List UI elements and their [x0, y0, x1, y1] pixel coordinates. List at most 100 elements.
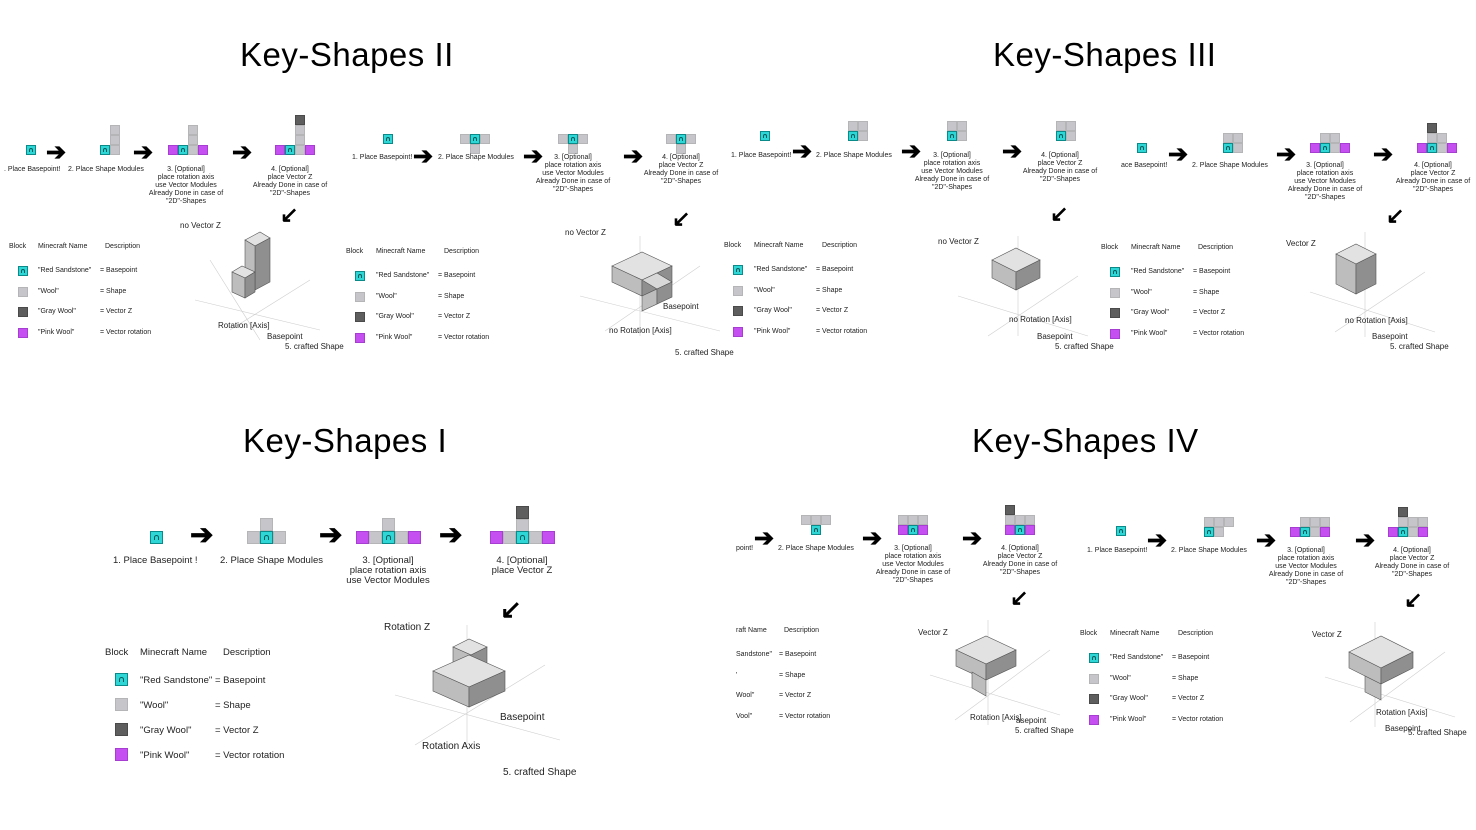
arrow-right-icon: ➔: [862, 525, 883, 552]
arrow-right-icon: ➔: [46, 139, 67, 166]
wool-block: [1398, 517, 1408, 527]
legend-desc: = Basepoint: [779, 651, 817, 658]
legend-name: "Wool": [140, 700, 169, 711]
crafted-shape-3d: [194, 231, 321, 341]
step1-label: point!: [736, 545, 754, 552]
red-sandstone-block: [1398, 527, 1408, 537]
wool-block: [273, 531, 286, 544]
wool-block: [188, 135, 198, 145]
step5-label: 5. crafted Shape: [1390, 342, 1449, 351]
step2-label: 2. Place Shape Modules: [1171, 547, 1247, 554]
legend-desc: = Basepoint: [816, 266, 854, 273]
pink-wool-block: [168, 145, 178, 155]
arrow-right-icon: ➔: [439, 519, 463, 550]
crafted-shape-3d: [1324, 622, 1456, 727]
pink-wool-block: [918, 525, 928, 535]
legend-header-desc: Description: [822, 242, 858, 249]
wool-block: [858, 131, 868, 141]
legend-name: "Pink Wool": [1110, 716, 1147, 723]
wool-block: [1110, 288, 1120, 298]
legend-desc: = Basepoint: [1193, 268, 1231, 275]
pink-wool-block: [356, 531, 369, 544]
red-sandstone-block: [1223, 143, 1233, 153]
arrow-down-left-icon: ↙: [280, 202, 299, 227]
legend-name: "Wool": [1110, 675, 1131, 682]
legend-header-desc: Description: [1198, 244, 1234, 251]
wool-block: [1437, 133, 1447, 143]
red-sandstone-block: [568, 134, 578, 144]
red-sandstone-block: [1137, 143, 1147, 153]
red-sandstone-block: [115, 673, 128, 686]
pink-wool-block: [1290, 527, 1300, 537]
crafted-shape-3d: [1309, 232, 1436, 337]
pink-wool-block: [275, 145, 285, 155]
annotation-basepoint: asepoint: [1016, 716, 1047, 725]
legend-header-desc: Description: [105, 243, 141, 250]
wool-block: [1300, 517, 1310, 527]
crafted-shape-3d: [579, 236, 721, 336]
legend-header-name: Minecraft Name: [1131, 244, 1181, 251]
annotation-no-rotation: no Rotation [Axis]: [1009, 315, 1072, 324]
red-sandstone-block: [1427, 143, 1437, 153]
step2-label: 2. Place Shape Modules: [778, 545, 854, 552]
pink-wool-block: [490, 531, 503, 544]
legend-desc: = Basepoint: [215, 675, 266, 686]
wool-block: [1204, 517, 1214, 527]
wool-block: [908, 515, 918, 525]
wool-block: [686, 134, 696, 144]
pink-wool-block: [1320, 527, 1330, 537]
crafted-shape-3d: [929, 620, 1061, 725]
wool-block: [1025, 515, 1035, 525]
annotation-no-vector-z: no Vector Z: [938, 237, 979, 246]
legend-header-name: Minecraft Name: [1110, 630, 1160, 637]
wool-block: [947, 121, 957, 131]
step1-label: 1. Place Basepoint !: [113, 555, 198, 566]
gray-wool-block: [1398, 507, 1408, 517]
legend-name: "Wool": [1131, 289, 1152, 296]
wool-block: [260, 518, 273, 531]
red-sandstone-block: [18, 266, 28, 276]
annotation-vector-z: Vector Z: [1286, 239, 1316, 248]
legend-header-block: Block: [9, 243, 27, 250]
wool-block: [898, 515, 908, 525]
legend-name: "Pink Wool": [376, 334, 413, 341]
annotation-no-vector-z: no Vector Z: [565, 228, 606, 237]
red-sandstone-block: [383, 134, 393, 144]
step5-label: 5. crafted Shape: [1408, 728, 1467, 737]
legend-desc: = Vector Z: [215, 725, 259, 736]
gray-wool-block: [355, 312, 365, 322]
red-sandstone-block: [285, 145, 295, 155]
wool-block: [1066, 121, 1076, 131]
wool-block: [110, 145, 120, 155]
legend-desc: = Shape: [215, 700, 251, 711]
pink-wool-block: [1388, 527, 1398, 537]
title-key-shapes-iii: Key-Shapes III: [993, 36, 1217, 73]
gray-wool-block: [295, 115, 305, 125]
wool-block: [1408, 517, 1418, 527]
wool-block: [676, 144, 686, 154]
red-sandstone-block: [178, 145, 188, 155]
wool-block: [503, 531, 516, 544]
annotation-vector-z: Vector Z: [918, 628, 948, 637]
pink-wool-block: [1417, 143, 1427, 153]
legend-name: "Gray Wool": [38, 308, 76, 315]
wool-block: [821, 515, 831, 525]
legend-header-desc: Description: [1178, 630, 1214, 637]
gray-wool-block: [1110, 308, 1120, 318]
legend-desc: = Shape: [1193, 289, 1220, 296]
wool-block: [295, 125, 305, 135]
legend-header-block: Block: [724, 242, 742, 249]
legend-desc: = Vector rotation: [100, 329, 152, 336]
annotation-vector-z: Vector Z: [1312, 630, 1342, 639]
legend-header-name: Minecraft Name: [140, 647, 208, 658]
red-sandstone-block: [676, 134, 686, 144]
legend-header-block: Block: [346, 248, 364, 255]
arrow-down-left-icon: ↙: [500, 594, 522, 624]
arrow-right-icon: ➔: [413, 143, 434, 170]
step1-label: 1. Place Basepoint!: [1087, 547, 1148, 554]
arrow-right-icon: ➔: [190, 519, 214, 550]
wool-block: [1310, 527, 1320, 537]
